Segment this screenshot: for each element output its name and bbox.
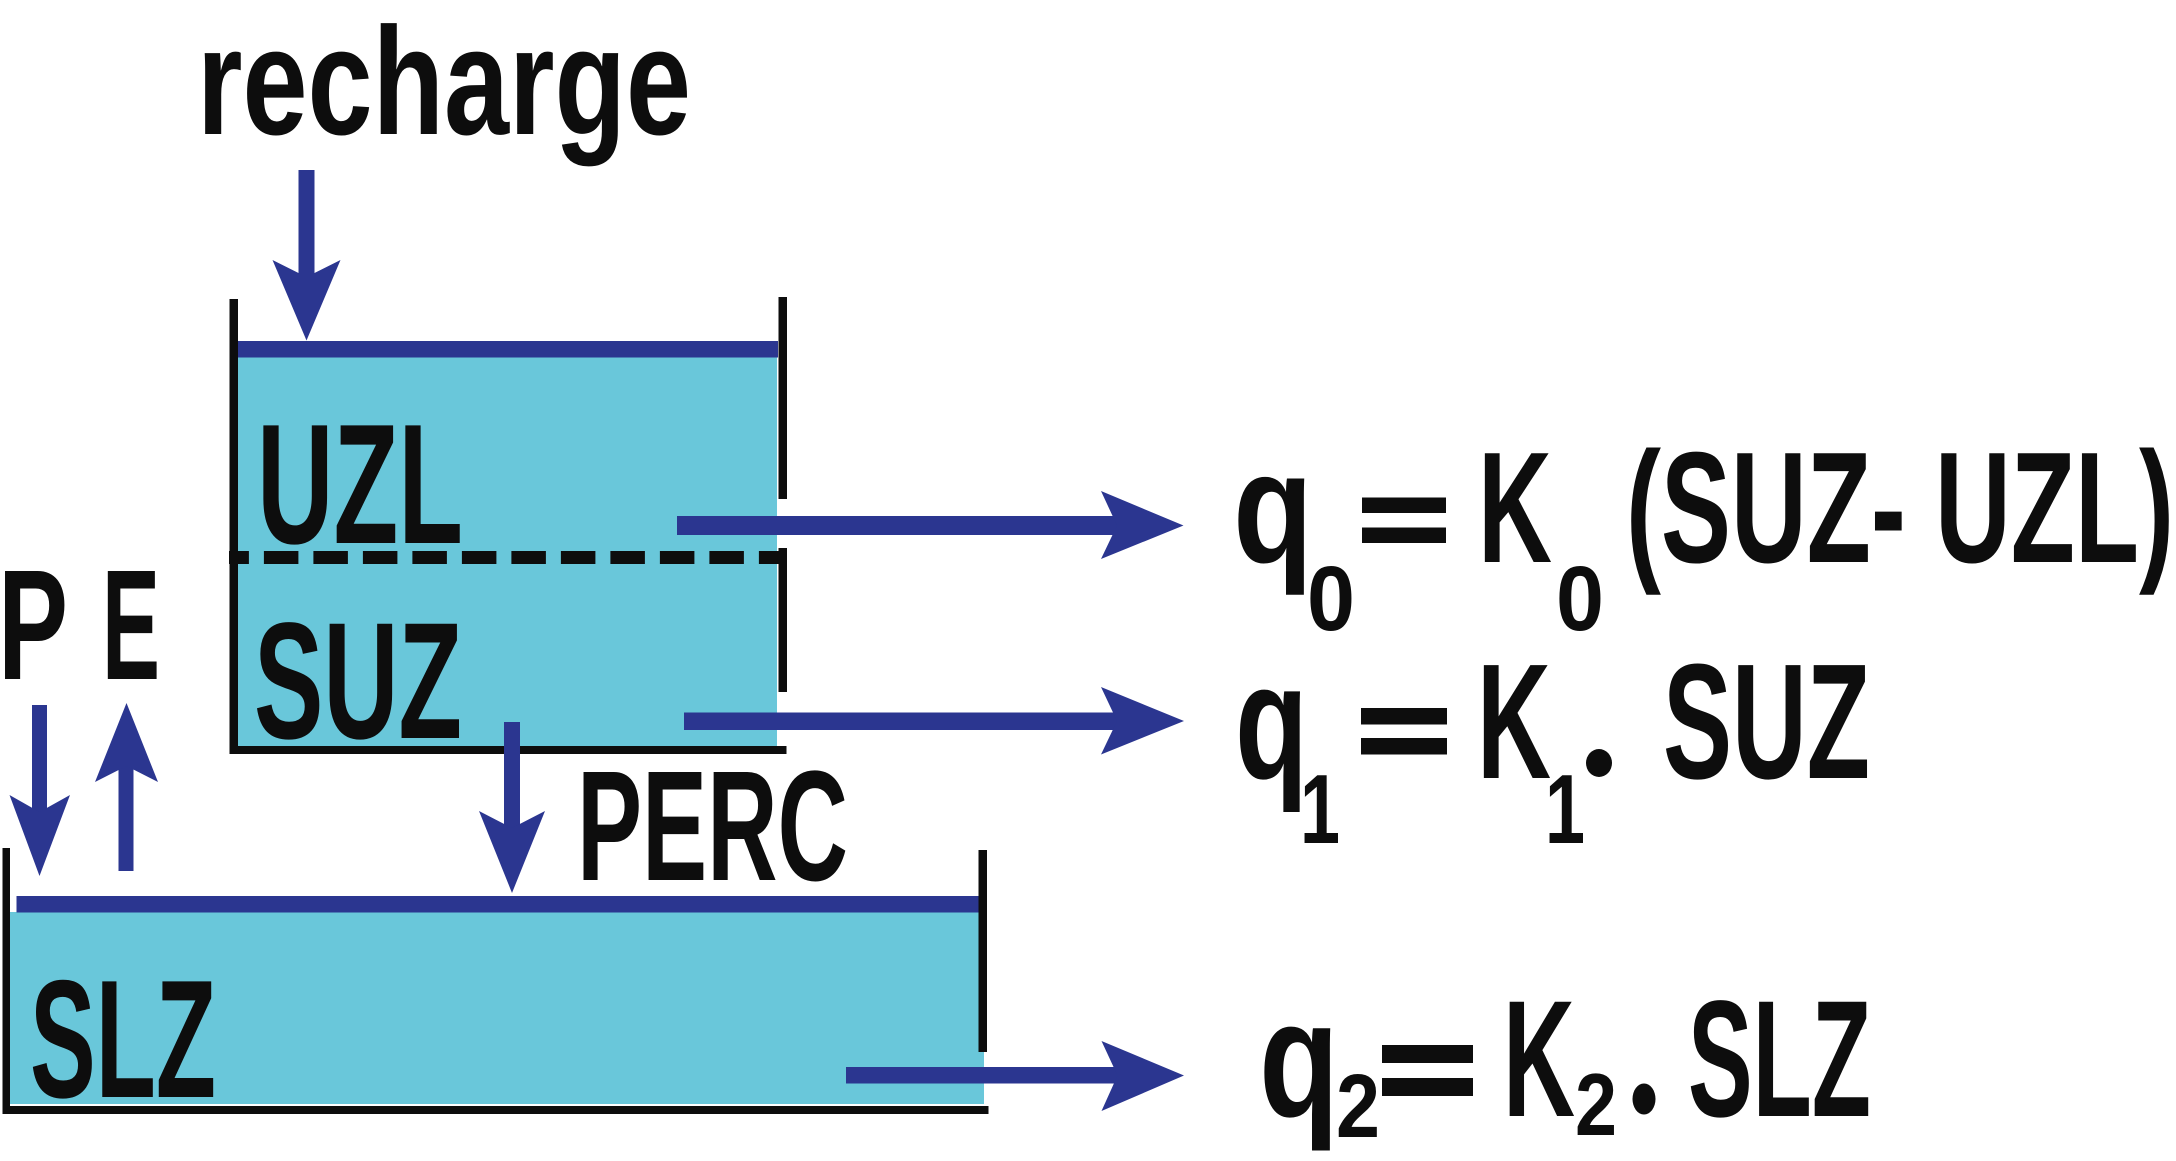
svg-text:(SUZ- UZL): (SUZ- UZL) (1626, 420, 2174, 596)
svg-text:SUZ: SUZ (1663, 630, 1870, 813)
svg-text:E: E (102, 538, 160, 713)
svg-text:1: 1 (1300, 754, 1340, 864)
svg-text:K: K (1503, 967, 1575, 1152)
svg-text:SUZ: SUZ (254, 589, 462, 774)
svg-text:P: P (0, 538, 68, 713)
svg-text:SLZ: SLZ (1688, 967, 1871, 1152)
svg-text:K: K (1478, 420, 1552, 596)
svg-text:q: q (1235, 630, 1308, 813)
svg-text:recharge: recharge (197, 0, 691, 167)
svg-text:q: q (1259, 967, 1339, 1152)
svg-text:0: 0 (1556, 548, 1604, 650)
svg-text:2: 2 (1336, 1057, 1380, 1157)
svg-text:2: 2 (1575, 1055, 1617, 1154)
svg-text:q: q (1233, 420, 1313, 596)
svg-text:UZL: UZL (257, 389, 463, 580)
svg-text:0: 0 (1307, 548, 1355, 650)
svg-text:SLZ: SLZ (30, 945, 216, 1133)
svg-text:1: 1 (1545, 754, 1585, 864)
svg-text:K: K (1477, 630, 1551, 813)
svg-text:PERC: PERC (577, 739, 848, 914)
